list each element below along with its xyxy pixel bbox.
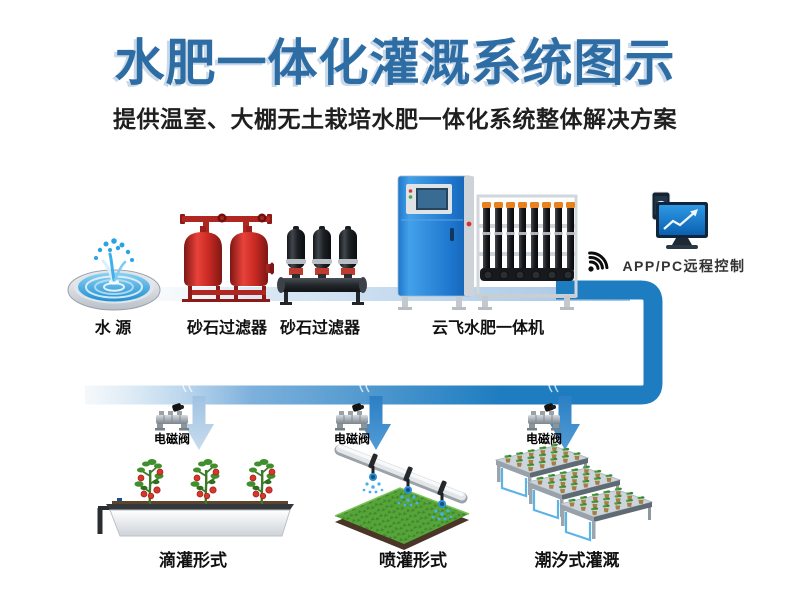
sand-filter-tanks-icon bbox=[180, 213, 274, 302]
sand-filter-1-label: 砂石过滤器 bbox=[186, 320, 268, 337]
remote-control-label: APP/PC远程控制 bbox=[622, 258, 746, 274]
page-title: 水肥一体化灌溉系统图示 bbox=[114, 35, 676, 91]
pc-monitor-icon bbox=[651, 191, 708, 249]
drip-irrigation-icon bbox=[97, 457, 294, 537]
header: 水肥一体化灌溉系统图示 提供温室、大棚无土栽培水肥一体化系统整体解决方案 bbox=[0, 0, 790, 134]
fertigation-machine-label: 云飞水肥一体机 bbox=[431, 320, 545, 337]
flow-arrow-down bbox=[361, 396, 391, 450]
solenoid-valve-label: 电磁阀 bbox=[153, 432, 191, 446]
sand-filter-2-label: 砂石过滤器 bbox=[279, 320, 361, 337]
tidal-irrigation-label: 潮汐式灌溉 bbox=[534, 551, 620, 570]
solenoid-valve-label: 电磁阀 bbox=[525, 432, 563, 446]
fountain-pool-icon bbox=[67, 238, 161, 311]
sprinkler-irrigation-label: 喷灌形式 bbox=[379, 551, 447, 570]
solenoid-valve-icon bbox=[155, 403, 189, 431]
solenoid-valve-icon bbox=[527, 403, 561, 431]
drip-irrigation-label: 滴灌形式 bbox=[159, 551, 227, 570]
solenoid-valve-label: 电磁阀 bbox=[333, 432, 371, 446]
flow-arrow-down bbox=[550, 396, 580, 450]
fertigation-machine-icon bbox=[397, 175, 578, 310]
main-pipe bbox=[85, 280, 663, 405]
solenoid-valve-icon bbox=[335, 403, 369, 431]
disc-filter-icon bbox=[277, 226, 367, 305]
sprinkler-irrigation-icon bbox=[334, 444, 470, 550]
flow-arrow-down bbox=[184, 396, 214, 450]
page-subtitle: 提供温室、大棚无土栽培水肥一体化系统整体解决方案 bbox=[113, 106, 677, 132]
water-source-label: 水 源 bbox=[94, 320, 132, 337]
tidal-bench-irrigation-icon bbox=[490, 436, 660, 552]
wifi-signal-icon bbox=[588, 251, 609, 272]
